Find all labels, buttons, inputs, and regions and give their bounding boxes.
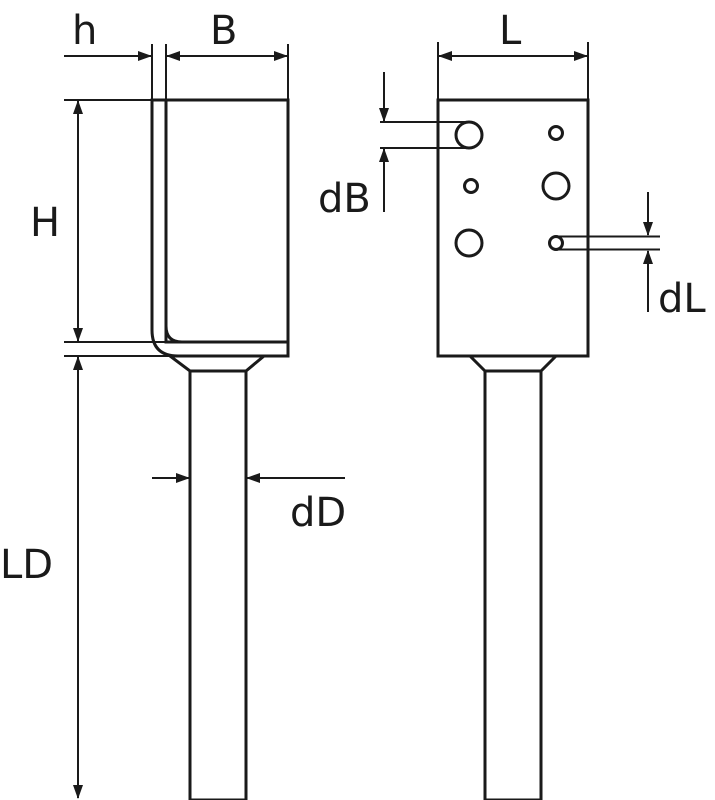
front-view-rod xyxy=(483,367,543,800)
dimension-L: L xyxy=(437,8,589,100)
label-L: L xyxy=(499,8,522,54)
hole-small xyxy=(463,178,479,194)
label-LD: LD xyxy=(0,542,53,588)
dimension-H: H xyxy=(30,99,166,343)
label-H: H xyxy=(30,200,60,246)
dimension-LD: LD xyxy=(0,355,170,799)
hole-large xyxy=(541,171,571,201)
label-dB: dB xyxy=(318,176,371,222)
front-view-collar xyxy=(466,354,560,373)
dimension-dB: dB xyxy=(318,72,469,222)
label-B: B xyxy=(210,8,237,54)
side-view-back-plate xyxy=(164,98,290,344)
dimension-dD: dD xyxy=(152,473,346,536)
hole-small xyxy=(548,235,564,251)
side-view xyxy=(150,98,290,800)
hole-large xyxy=(454,120,484,150)
dimension-dL: dL xyxy=(556,192,706,322)
front-view xyxy=(436,98,590,800)
side-view-collar xyxy=(165,354,269,373)
label-dD: dD xyxy=(290,490,346,536)
label-h: h xyxy=(72,8,97,54)
dimension-B: B xyxy=(166,8,289,100)
dimension-h: h xyxy=(64,8,167,100)
side-view-l-bracket xyxy=(150,98,290,358)
hole-large xyxy=(454,228,484,258)
side-view-rod xyxy=(188,367,248,800)
hole-small xyxy=(548,125,564,141)
label-dL: dL xyxy=(658,276,706,322)
